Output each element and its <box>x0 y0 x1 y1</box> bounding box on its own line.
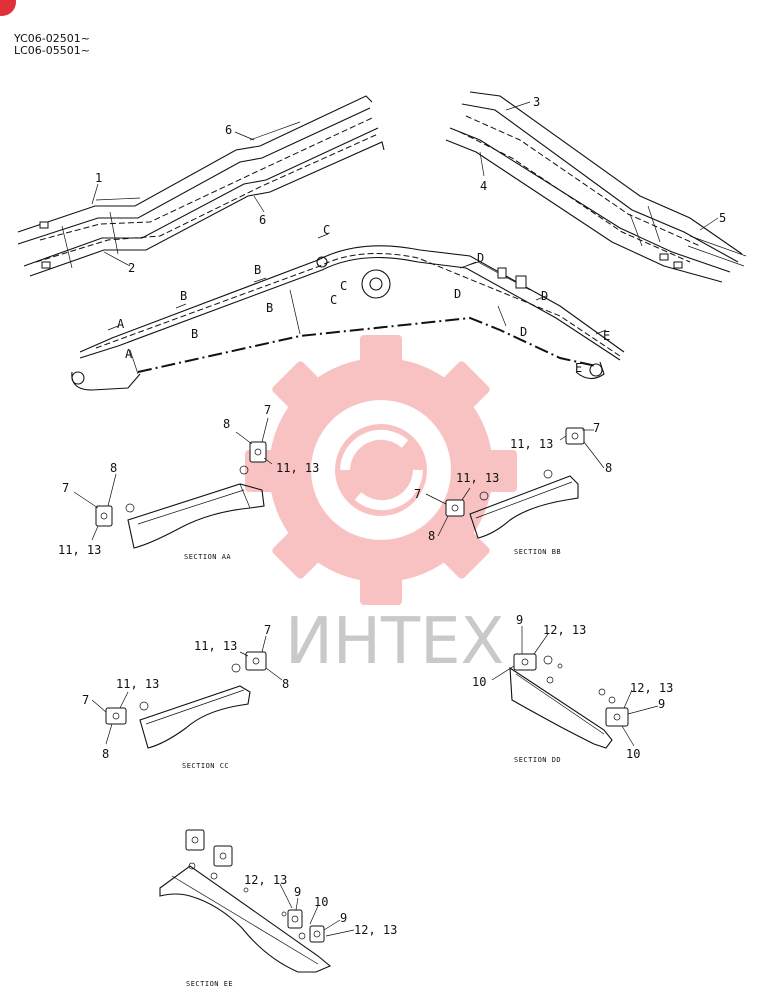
section-aa-title: SECTION AA <box>184 553 231 561</box>
callout-4: 4 <box>480 179 487 193</box>
dd-callout-10-right: 10 <box>626 747 640 761</box>
section-aa: 8 7 11, 13 7 8 11, 13 SECTION AA <box>58 403 319 561</box>
boom-label-b-2: B <box>191 327 198 341</box>
cc-callout-7-left: 7 <box>82 693 89 707</box>
callout-2: 2 <box>128 261 135 275</box>
section-bb-title: SECTION BB <box>514 548 561 556</box>
ee-callout-12-13-right: 12, 13 <box>354 923 397 937</box>
bb-callout-7-top: 7 <box>593 421 600 435</box>
boom-label-b-3: B <box>254 263 261 277</box>
boom-label-c-2: C <box>340 279 347 293</box>
section-cc: 11, 13 7 8 11, 13 7 8 SECTION CC <box>82 623 289 770</box>
bb-callout-11-13-left: 11, 13 <box>456 471 499 485</box>
boom-label-d-2: D <box>454 287 461 301</box>
callout-6-lower: 6 <box>259 213 266 227</box>
section-cc-title: SECTION CC <box>182 762 229 770</box>
callout-5: 5 <box>719 211 726 225</box>
boom-label-e-1: E <box>603 329 610 343</box>
section-bb: 11, 13 7 8 11, 13 7 8 SECTION BB <box>414 421 612 556</box>
boom-label-e-2: E <box>575 361 582 375</box>
corner-marker <box>0 0 16 16</box>
dd-callout-12-13-right: 12, 13 <box>630 681 673 695</box>
boom-label-c-1: C <box>323 223 330 237</box>
dd-callout-12-13-top: 12, 13 <box>543 623 586 637</box>
ee-callout-9-right: 9 <box>340 911 347 925</box>
ee-callout-12-13-top: 12, 13 <box>244 873 287 887</box>
bb-callout-8-top: 8 <box>605 461 612 475</box>
boom-label-d-3: D <box>541 289 548 303</box>
aa-callout-7-top: 7 <box>264 403 271 417</box>
aa-callout-8-top: 8 <box>223 417 230 431</box>
callout-3: 3 <box>533 95 540 109</box>
callout-1: 1 <box>95 171 102 185</box>
boom-label-c-3: C <box>330 293 337 307</box>
aa-callout-11-13-left: 11, 13 <box>58 543 101 557</box>
watermark-text: ИНТЕХ <box>285 605 504 679</box>
watermark-gear-icon <box>245 335 517 605</box>
section-ee-title: SECTION EE <box>186 980 233 988</box>
cc-callout-11-13-top: 11, 13 <box>194 639 237 653</box>
cc-callout-11-13-left: 11, 13 <box>116 677 159 691</box>
dd-callout-9-right: 9 <box>658 697 665 711</box>
aa-callout-11-13-top: 11, 13 <box>276 461 319 475</box>
boom-label-b-1: B <box>180 289 187 303</box>
serial-line-1: YC06-02501~ <box>13 32 90 45</box>
bb-callout-8-left: 8 <box>428 529 435 543</box>
bb-callout-7-left: 7 <box>414 487 421 501</box>
section-ee: 12, 13 9 10 9 12, 13 SECTION EE <box>159 829 397 988</box>
upper-right-arm: 3 4 5 <box>445 91 747 283</box>
boom-label-d-4: D <box>520 325 527 339</box>
boom-label-d-1: D <box>477 251 484 265</box>
bb-callout-11-13-top: 11, 13 <box>510 437 553 451</box>
boom-label-b-4: B <box>266 301 273 315</box>
boom-label-a-upper: A <box>117 317 125 331</box>
section-dd: 9 12, 13 10 12, 13 9 10 SECTION DD <box>472 613 673 764</box>
cc-callout-7-top: 7 <box>264 623 271 637</box>
boom-overview: A A B B B B C C C D D D D E E <box>71 223 625 391</box>
ee-callout-9-top: 9 <box>294 885 301 899</box>
boom-label-a-lower: A <box>125 347 133 361</box>
aa-callout-8-left: 8 <box>110 461 117 475</box>
cc-callout-8-left: 8 <box>102 747 109 761</box>
aa-callout-7-left: 7 <box>62 481 69 495</box>
serial-line-2: LC06-05501~ <box>14 44 90 57</box>
dd-callout-9-top: 9 <box>516 613 523 627</box>
ee-callout-10: 10 <box>314 895 328 909</box>
upper-left-arm: 1 2 6 6 <box>17 95 385 277</box>
dd-callout-10-left: 10 <box>472 675 486 689</box>
callout-6-upper: 6 <box>225 123 232 137</box>
section-dd-title: SECTION DD <box>514 756 561 764</box>
watermark <box>245 335 517 605</box>
cc-callout-8-top: 8 <box>282 677 289 691</box>
